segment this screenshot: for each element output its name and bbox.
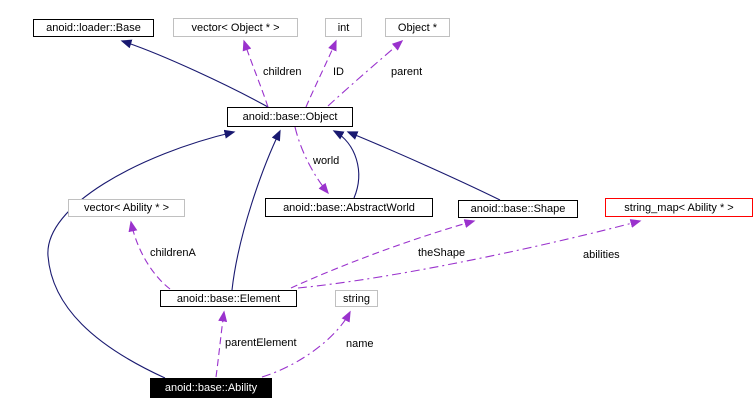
edge-label-abilities: abilities xyxy=(583,249,620,261)
edge-usage-name xyxy=(261,310,351,378)
edge-inherit-element-to-object xyxy=(231,129,281,291)
edge-inherit-object-to-loader-base xyxy=(120,39,269,108)
template-node-vector-object: vector< Object * > xyxy=(173,18,298,37)
edge-inherit-ability-to-object xyxy=(47,129,236,379)
template-node-vector-ability: vector< Ability * > xyxy=(68,199,185,217)
edge-usage-childrenA xyxy=(128,220,171,290)
edge-label-childrenA: childrenA xyxy=(150,247,196,259)
edge-usage-children xyxy=(242,39,269,108)
class-node-element[interactable]: anoid::base::Element xyxy=(160,290,297,307)
template-node-int: int xyxy=(325,18,362,37)
edge-inherit-abstractworld-to-object xyxy=(332,130,360,199)
template-node-string: string xyxy=(335,290,378,307)
edge-label-children: children xyxy=(263,66,302,78)
edge-usage-abilities xyxy=(297,219,642,289)
edge-inherit-shape-to-object xyxy=(346,131,501,201)
edge-label-id: ID xyxy=(333,66,344,78)
class-node-shape[interactable]: anoid::base::Shape xyxy=(458,200,578,218)
edge-usage-parentElement xyxy=(215,310,228,378)
edge-label-theShape: theShape xyxy=(418,247,466,259)
class-node-abstract-world[interactable]: anoid::base::AbstractWorld xyxy=(265,198,433,217)
edge-usage-theShape xyxy=(290,219,476,289)
class-node-loader-base[interactable]: anoid::loader::Base xyxy=(33,19,154,37)
class-node-object[interactable]: anoid::base::Object xyxy=(227,107,353,127)
edge-usage-parent xyxy=(327,40,404,107)
edge-label-parent: parent xyxy=(391,66,423,78)
class-node-ability-focus: anoid::base::Ability xyxy=(150,378,272,398)
class-node-string-map[interactable]: string_map< Ability * > xyxy=(605,198,753,217)
edge-label-world: world xyxy=(313,155,340,167)
edge-label-name: name xyxy=(346,338,374,350)
edge-usage-id xyxy=(305,39,337,108)
edge-usage-world xyxy=(294,126,329,195)
template-node-object-ptr: Object * xyxy=(385,18,450,37)
edge-label-parentElement: parentElement xyxy=(225,337,297,349)
